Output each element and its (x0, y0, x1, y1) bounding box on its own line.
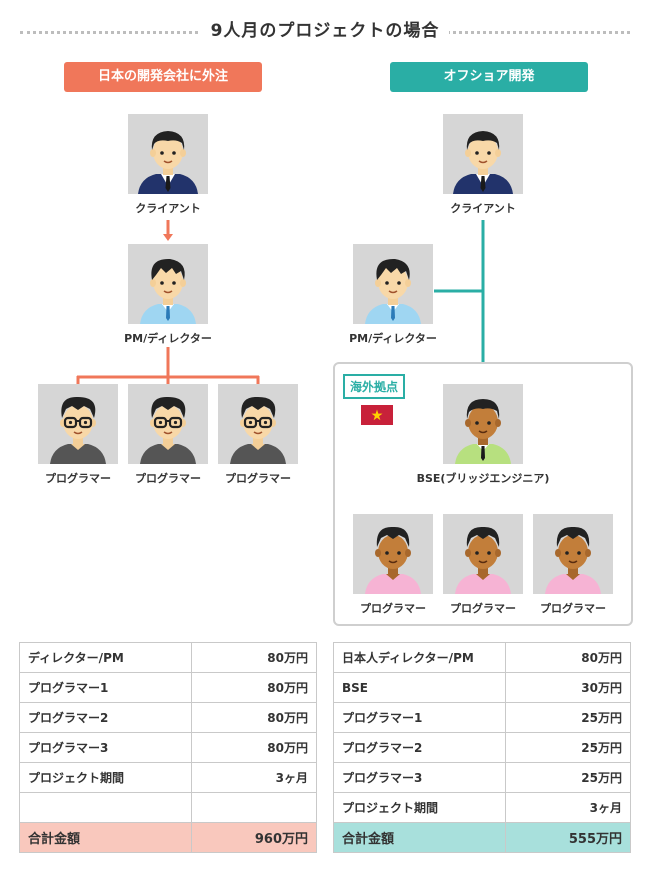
right-programmer-avatar-1 (353, 514, 433, 594)
table-total-row: 合計金額 555万円 (333, 822, 631, 853)
table-cell-label: 日本人ディレクター/PM (333, 642, 506, 673)
page-title-bar: 9人月のプロジェクトの場合 (0, 18, 650, 44)
left-pm-avatar (128, 244, 208, 324)
total-value: 960万円 (191, 822, 317, 853)
table-cell-value (191, 792, 317, 823)
table-cell-value: 25万円 (505, 702, 631, 733)
right-section-header: オフショア開発 (390, 62, 588, 92)
left-section-header: 日本の開発会社に外注 (64, 62, 262, 92)
table-row (19, 792, 317, 823)
table-row: プロジェクト期間 3ヶ月 (19, 762, 317, 793)
table-cell-value: 25万円 (505, 732, 631, 763)
table-cell-label: プログラマー3 (19, 732, 192, 763)
table-row: プログラマー3 80万円 (19, 732, 317, 763)
table-row: プログラマー1 80万円 (19, 672, 317, 703)
total-label: 合計金額 (19, 822, 192, 853)
bse-label: BSE(ブリッジエンジニア) (416, 472, 550, 485)
table-row: プロジェクト期間 3ヶ月 (333, 792, 631, 823)
right-programmer-label-3: プログラマー (540, 602, 606, 615)
overseas-base-label: 海外拠点 (343, 374, 406, 399)
vietnam-flag-icon (361, 405, 393, 425)
right-programmer-avatar-3 (533, 514, 613, 594)
table-row: 日本人ディレクター/PM 80万円 (333, 642, 631, 673)
table-cell-value: 25万円 (505, 762, 631, 793)
table-cell-value: 30万円 (505, 672, 631, 703)
table-cell-value: 80万円 (191, 732, 317, 763)
table-cell-label: プログラマー2 (19, 702, 192, 733)
table-cell-value: 80万円 (505, 642, 631, 673)
left-cost-table: ディレクター/PM 80万円 プログラマー1 80万円 プログラマー2 80万円… (19, 642, 317, 853)
left-programmer-label-1: プログラマー (45, 472, 111, 485)
table-cell-label: BSE (333, 672, 506, 703)
table-row: プログラマー2 25万円 (333, 732, 631, 763)
table-row: プログラマー2 80万円 (19, 702, 317, 733)
left-client-label: クライアント (135, 202, 201, 215)
total-value: 555万円 (505, 822, 631, 853)
table-cell-value: 3ヶ月 (191, 762, 317, 793)
right-programmer-label-2: プログラマー (450, 602, 516, 615)
left-pm-label: PM/ディレクター (124, 332, 212, 345)
table-cell-value: 3ヶ月 (505, 792, 631, 823)
page-title: 9人月のプロジェクトの場合 (200, 21, 450, 41)
left-arrowhead (163, 234, 173, 241)
left-programmer-avatar-1 (38, 384, 118, 464)
table-cell-value: 80万円 (191, 672, 317, 703)
table-cell-label: プログラマー1 (19, 672, 192, 703)
left-client-avatar (128, 114, 208, 194)
right-client-label: クライアント (450, 202, 516, 215)
left-programmer-avatar-3 (218, 384, 298, 464)
right-client-avatar (443, 114, 523, 194)
table-total-row: 合計金額 960万円 (19, 822, 317, 853)
right-pm-label: PM/ディレクター (349, 332, 437, 345)
table-row: プログラマー3 25万円 (333, 762, 631, 793)
table-cell-label: プロジェクト期間 (333, 792, 506, 823)
table-row: ディレクター/PM 80万円 (19, 642, 317, 673)
table-cell-value: 80万円 (191, 642, 317, 673)
bse-avatar (443, 384, 523, 464)
left-programmer-label-3: プログラマー (225, 472, 291, 485)
table-cell-label: プログラマー1 (333, 702, 506, 733)
right-programmer-label-1: プログラマー (360, 602, 426, 615)
right-programmer-avatar-2 (443, 514, 523, 594)
table-cell-label: プログラマー3 (333, 762, 506, 793)
right-cost-table: 日本人ディレクター/PM 80万円 BSE 30万円 プログラマー1 25万円 … (333, 642, 631, 853)
table-cell-label (19, 792, 192, 823)
left-programmer-avatar-2 (128, 384, 208, 464)
left-programmer-label-2: プログラマー (135, 472, 201, 485)
page-title-holder: 9人月のプロジェクトの場合 (0, 18, 650, 44)
table-cell-value: 80万円 (191, 702, 317, 733)
total-label: 合計金額 (333, 822, 506, 853)
table-cell-label: ディレクター/PM (19, 642, 192, 673)
table-row: プログラマー1 25万円 (333, 702, 631, 733)
table-row: BSE 30万円 (333, 672, 631, 703)
table-cell-label: プロジェクト期間 (19, 762, 192, 793)
right-pm-avatar (353, 244, 433, 324)
table-cell-label: プログラマー2 (333, 732, 506, 763)
